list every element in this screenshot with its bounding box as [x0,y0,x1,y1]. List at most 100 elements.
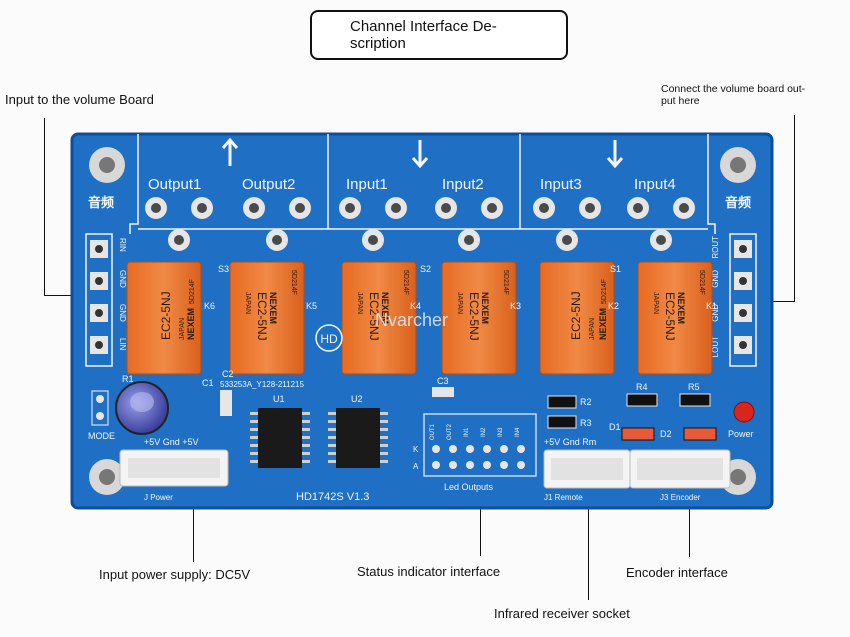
leader-line-status [480,488,481,556]
c3-pad [432,387,454,397]
ref-u1: U1 [273,394,285,404]
led-col-out2: OUT2 [447,423,453,440]
ref-k5: K5 [306,301,317,311]
ref-r4: R4 [636,382,648,392]
ref-c2: C2 [222,369,234,379]
relay-k4: EC2-5NJ JAPAN NEXEM 5D214F [341,261,417,375]
hd-logo-circle [315,324,343,352]
right-audio-header: ROUT GND GND LOUT [711,233,757,367]
power-led [733,401,755,423]
audio-labels: 音频 音频 [88,195,751,210]
leader-line-right-vertical [794,115,795,302]
diodes [621,427,717,441]
label-output2: Output2 [242,176,295,193]
ref-r5: R5 [688,382,700,392]
svg-text:NEXEM: NEXEM [268,292,278,324]
ref-k6: K6 [204,301,215,311]
remote-pin-labels: +5V Gnd Rm [544,437,596,447]
ref-r3: R3 [580,418,592,428]
svg-text:5D214F: 5D214F [601,279,608,304]
ref-k4: K4 [410,301,421,311]
pin-label-gnd-2: GND [118,304,127,322]
svg-text:NEXEM: NEXEM [676,292,686,324]
annotation-infrared: Infrared receiver socket [494,606,630,621]
pcb-code: 533253A_Y128-211215 [220,380,304,389]
led-col-in3: IN3 [498,427,504,437]
led-k-row: K [413,445,419,454]
electrolytic-capacitor [115,381,169,435]
label-input4: Input4 [634,176,676,193]
relay-k2: EC2-5NJ JAPAN NEXEM 5D214F [539,261,615,375]
ref-s3: S3 [218,264,229,274]
encoder-connector-label: J3 Encoder [660,493,701,502]
title-box [310,10,568,60]
leader-line-right-horizontal [762,301,795,302]
ref-u2: U2 [351,394,363,404]
power-pin-labels: +5V Gnd +5V [144,437,199,447]
led-col-in2: IN2 [481,427,487,437]
label-output1: Output1 [148,176,201,193]
pin-label-gnd-3: GND [711,270,720,288]
svg-text:NEXEM: NEXEM [186,308,196,340]
label-input3: Input3 [540,176,582,193]
svg-text:JAPAN: JAPAN [179,318,186,340]
svg-text:EC2-5NJ: EC2-5NJ [159,291,173,340]
pin-label-gnd-1: GND [118,270,127,288]
ref-c1: C1 [202,378,214,388]
annotation-status-indicator: Status indicator interface [357,564,501,579]
audio-label-left: 音频 [88,195,114,210]
pcb-board: Output1 Output2 Input1 Input2 Input3 Inp… [70,132,774,510]
annotation-power-supply: Input power supply: DC5V [99,567,251,582]
svg-text:EC2-5NJ: EC2-5NJ [663,292,677,341]
annotation-connect-volume-output: Connect the volume board out- put here [661,83,841,107]
leader-line-left-horizontal [44,295,78,296]
remote-connector-label: J1 Remote [544,493,583,502]
svg-text:5D214F: 5D214F [698,270,705,295]
c2-pad [220,390,232,416]
watermark: Nvarcher [375,310,448,330]
pin-label-rin: RIN [118,238,127,252]
leader-line-power [193,470,194,562]
relay-k1: EC2-5NJ JAPAN NEXEM 5D214F [637,261,713,375]
ref-c3: C3 [437,376,449,386]
ref-s2: S2 [420,264,431,274]
relays: EC2-5NJ JAPAN NEXEM 5D214F EC2-5NJ JAPAN… [126,261,713,375]
led-col-out1: OUT1 [430,423,436,440]
ref-r2: R2 [580,397,592,407]
led-outputs-label: Led Outputs [444,482,494,492]
annotation-encoder: Encoder interface [626,565,728,580]
relay-refs: K6 K5 K4 K3 K2 K1 S3 S2 S1 [204,264,717,311]
svg-text:JAPAN: JAPAN [356,292,363,314]
title: Channel Interface De- scription [350,18,550,52]
model-label: HD1742S V1.3 [296,491,369,503]
encoder-connector [629,449,731,489]
port-labels: Output1 Output2 Input1 Input2 Input3 Inp… [148,176,676,193]
annotation-connect-line-2: put here [661,95,700,107]
pin-label-gnd-4: GND [711,304,720,322]
label-input2: Input2 [442,176,484,193]
svg-text:EC2-5NJ: EC2-5NJ [367,292,381,341]
ref-k3: K3 [510,301,521,311]
svg-text:JAPAN: JAPAN [589,318,596,340]
svg-text:5D214F: 5D214F [402,270,409,295]
pin-label-lin: LIN [118,338,127,351]
mode-label: MODE [88,431,115,441]
pcb-surface [70,132,774,510]
ref-d1: D1 [609,422,621,432]
label-input1: Input1 [346,176,388,193]
svg-text:NEXEM: NEXEM [480,292,490,324]
svg-text:JAPAN: JAPAN [244,292,251,314]
annotation-connect-line-1: Connect the volume board out- [661,83,806,95]
power-led-label: Power [728,429,754,439]
power-connector-label: J Power [144,493,173,502]
silk-sections [129,134,716,234]
pin-label-rout: ROUT [711,236,720,259]
svg-text:EC2-5NJ: EC2-5NJ [467,292,481,341]
relay-k6: EC2-5NJ JAPAN NEXEM 5D214F [126,261,202,375]
svg-text:NEXEM: NEXEM [380,292,390,324]
power-connector [119,449,229,487]
svg-text:5D214F: 5D214F [290,270,297,295]
svg-text:5D214F: 5D214F [189,279,196,304]
leader-line-encoder [689,497,690,557]
svg-text:JAPAN: JAPAN [456,292,463,314]
